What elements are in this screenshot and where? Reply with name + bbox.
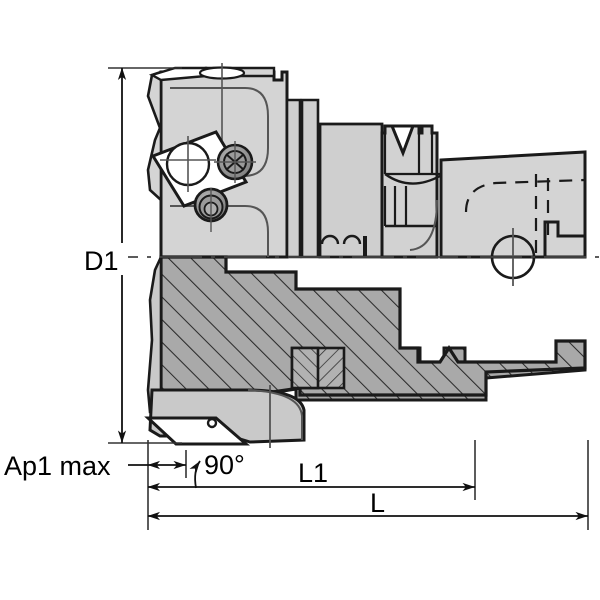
l-label-backing (367, 489, 391, 515)
flute-pocket-outline-lower (170, 205, 269, 257)
flange-relief-arc (384, 173, 441, 185)
flange-rib-lines (383, 186, 408, 226)
bottom-insert (144, 416, 251, 446)
section-profile (159, 255, 587, 414)
flange-inner-arc (409, 199, 438, 251)
angle-label: 90° (204, 450, 245, 480)
d1-label: D1 (84, 246, 119, 276)
l1-label: L1 (298, 458, 328, 488)
ap1-max-label: Ap1 max (4, 451, 111, 481)
bottom-rim-arc (247, 389, 303, 440)
d1-label-backing (80, 243, 128, 275)
dimension-layer: D1 Ap1 max 90° L1 L (4, 67, 589, 530)
bottom-insert-bore (206, 417, 218, 429)
flange-v-groove (389, 124, 416, 158)
adapter-step-1 (285, 98, 302, 259)
tool-lower-half-section (144, 255, 587, 448)
tool-upper-half (146, 63, 587, 286)
boss-arc-1 (320, 234, 340, 245)
l1-label-backing (295, 458, 337, 486)
adapter-step-2 (300, 98, 320, 259)
hollow-taper-dashed-top (464, 178, 586, 213)
fine-hatch-block-right (290, 346, 320, 390)
l-label: L (370, 488, 385, 518)
boss-arc-2 (342, 234, 362, 245)
flange-groove-walls (383, 126, 434, 174)
flute-pocket-outline-upper (170, 87, 269, 177)
